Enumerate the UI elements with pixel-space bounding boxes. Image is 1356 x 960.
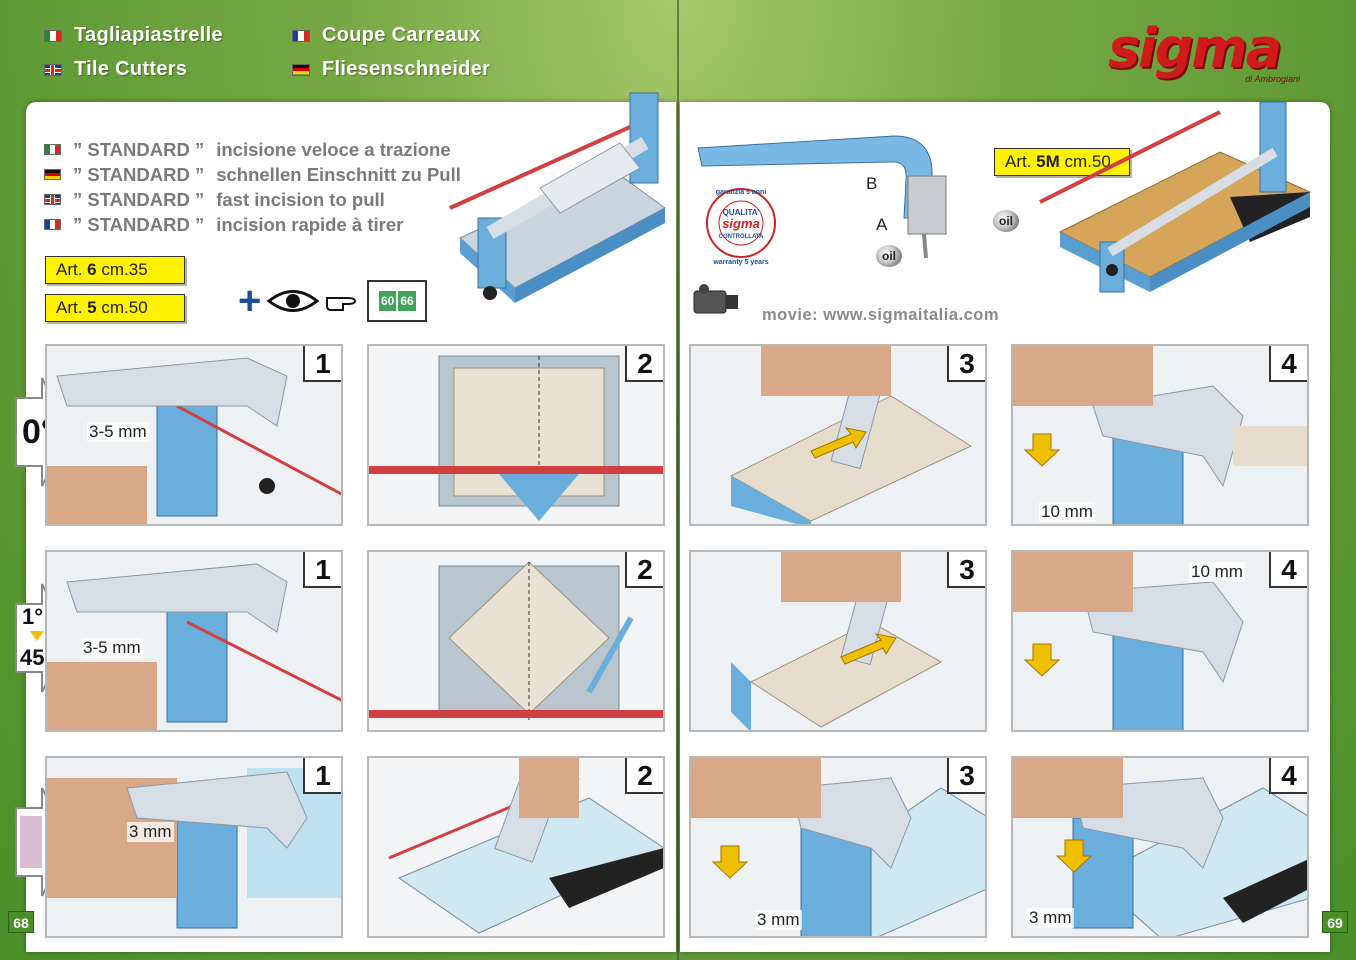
tile-cutter-5m-image <box>1039 101 1312 293</box>
step-4-row3: 4 3 mm <box>1011 756 1309 938</box>
step-3-row1: 3 <box>689 344 987 526</box>
france-flag-icon <box>44 219 61 230</box>
step-3-row2: 3 <box>689 550 987 732</box>
page-number-left: 68 <box>8 911 34 933</box>
step-2-row2: 2 <box>367 550 665 732</box>
germany-flag-icon <box>44 169 61 180</box>
step-4-row1: 4 10 mm <box>1011 344 1309 526</box>
warranty-badge-icon: QUALITA' sigma CONTROLLATA garanzia 5 an… <box>706 188 776 266</box>
step-illustration <box>691 346 985 524</box>
step-illustration <box>369 552 663 730</box>
oil-point-1: oil <box>993 210 1019 232</box>
step-2-row1: 2 <box>367 344 665 526</box>
step-4-row2: 4 10 mm <box>1011 550 1309 732</box>
germany-flag-icon <box>292 63 310 76</box>
step-illustration <box>1013 758 1307 936</box>
movie-url[interactable]: movie: www.sigmaitalia.com <box>762 306 1000 324</box>
step-illustration <box>1013 346 1307 524</box>
uk-flag-icon <box>44 63 62 76</box>
svg-text:QUALITA': QUALITA' <box>723 208 760 217</box>
instruction-icons: + 60 66 <box>238 279 428 323</box>
article-5m-label: Art. 5M cm.50 <box>994 148 1130 176</box>
page-fold <box>677 0 679 960</box>
standard-line-it: ” STANDARD ” incisione veloce a trazione <box>44 137 461 162</box>
header-de: Fliesenschneider <box>292 58 490 81</box>
italy-flag-icon <box>44 29 62 42</box>
video-camera-icon <box>693 284 738 314</box>
step-illustration <box>47 758 341 936</box>
page-number-right: 69 <box>1322 911 1348 933</box>
arrow-down-icon <box>30 631 44 641</box>
label-a: A <box>876 215 888 234</box>
step-illustration <box>1013 552 1307 730</box>
step-illustration <box>369 758 663 936</box>
step-illustration <box>369 346 663 524</box>
step-illustration <box>691 758 985 936</box>
standard-line-fr: ” STANDARD ” incision rapide à tirer <box>44 212 461 237</box>
sigma-logo: sigma di Ambrogiani <box>1108 17 1300 85</box>
step-1-row3: 1 3 mm <box>45 756 343 938</box>
svg-text:garanzia 5 anni: garanzia 5 anni <box>716 189 767 196</box>
step-2-row3: 2 <box>367 756 665 938</box>
handle-detail-image <box>697 135 947 259</box>
eye-icon <box>267 290 320 312</box>
standard-line-de: ” STANDARD ” schnellen Einschnitt zu Pul… <box>44 162 461 187</box>
step-illustration <box>691 552 985 730</box>
italy-flag-icon <box>44 144 61 155</box>
pointing-hand-icon <box>326 297 357 311</box>
article-6-label: Art. 6 cm.35 <box>45 256 185 284</box>
step-3-row3: 3 3 mm <box>689 756 987 938</box>
plus-icon: + <box>238 279 262 323</box>
article-5-label: Art. 5 cm.50 <box>45 294 185 322</box>
france-flag-icon <box>292 29 310 42</box>
header-fr: Coupe Carreaux <box>292 24 481 47</box>
step-1-row2: 1 3-5 mm <box>45 550 343 732</box>
uk-flag-icon <box>44 194 61 205</box>
svg-text:CONTROLLATA: CONTROLLATA <box>719 234 764 240</box>
oil-point-2: oil <box>876 245 902 267</box>
standard-line-uk: ” STANDARD ” fast incision to pull <box>44 187 461 212</box>
header-it: Tagliapiastrelle <box>44 24 223 47</box>
book-icon: 60 66 <box>367 280 428 322</box>
step-illustration <box>47 346 341 524</box>
standard-description-list: ” STANDARD ” incisione veloce a trazione… <box>44 137 461 237</box>
svg-text:sigma: sigma <box>722 216 760 231</box>
svg-text:warranty 5 years: warranty 5 years <box>712 259 768 266</box>
angle-1-label: 1° <box>22 604 44 629</box>
label-b: B <box>866 174 878 193</box>
step-1-row1: 1 3-5 mm <box>45 344 343 526</box>
tile-cutter-hero-image <box>449 92 666 303</box>
header-uk: Tile Cutters <box>44 58 187 81</box>
